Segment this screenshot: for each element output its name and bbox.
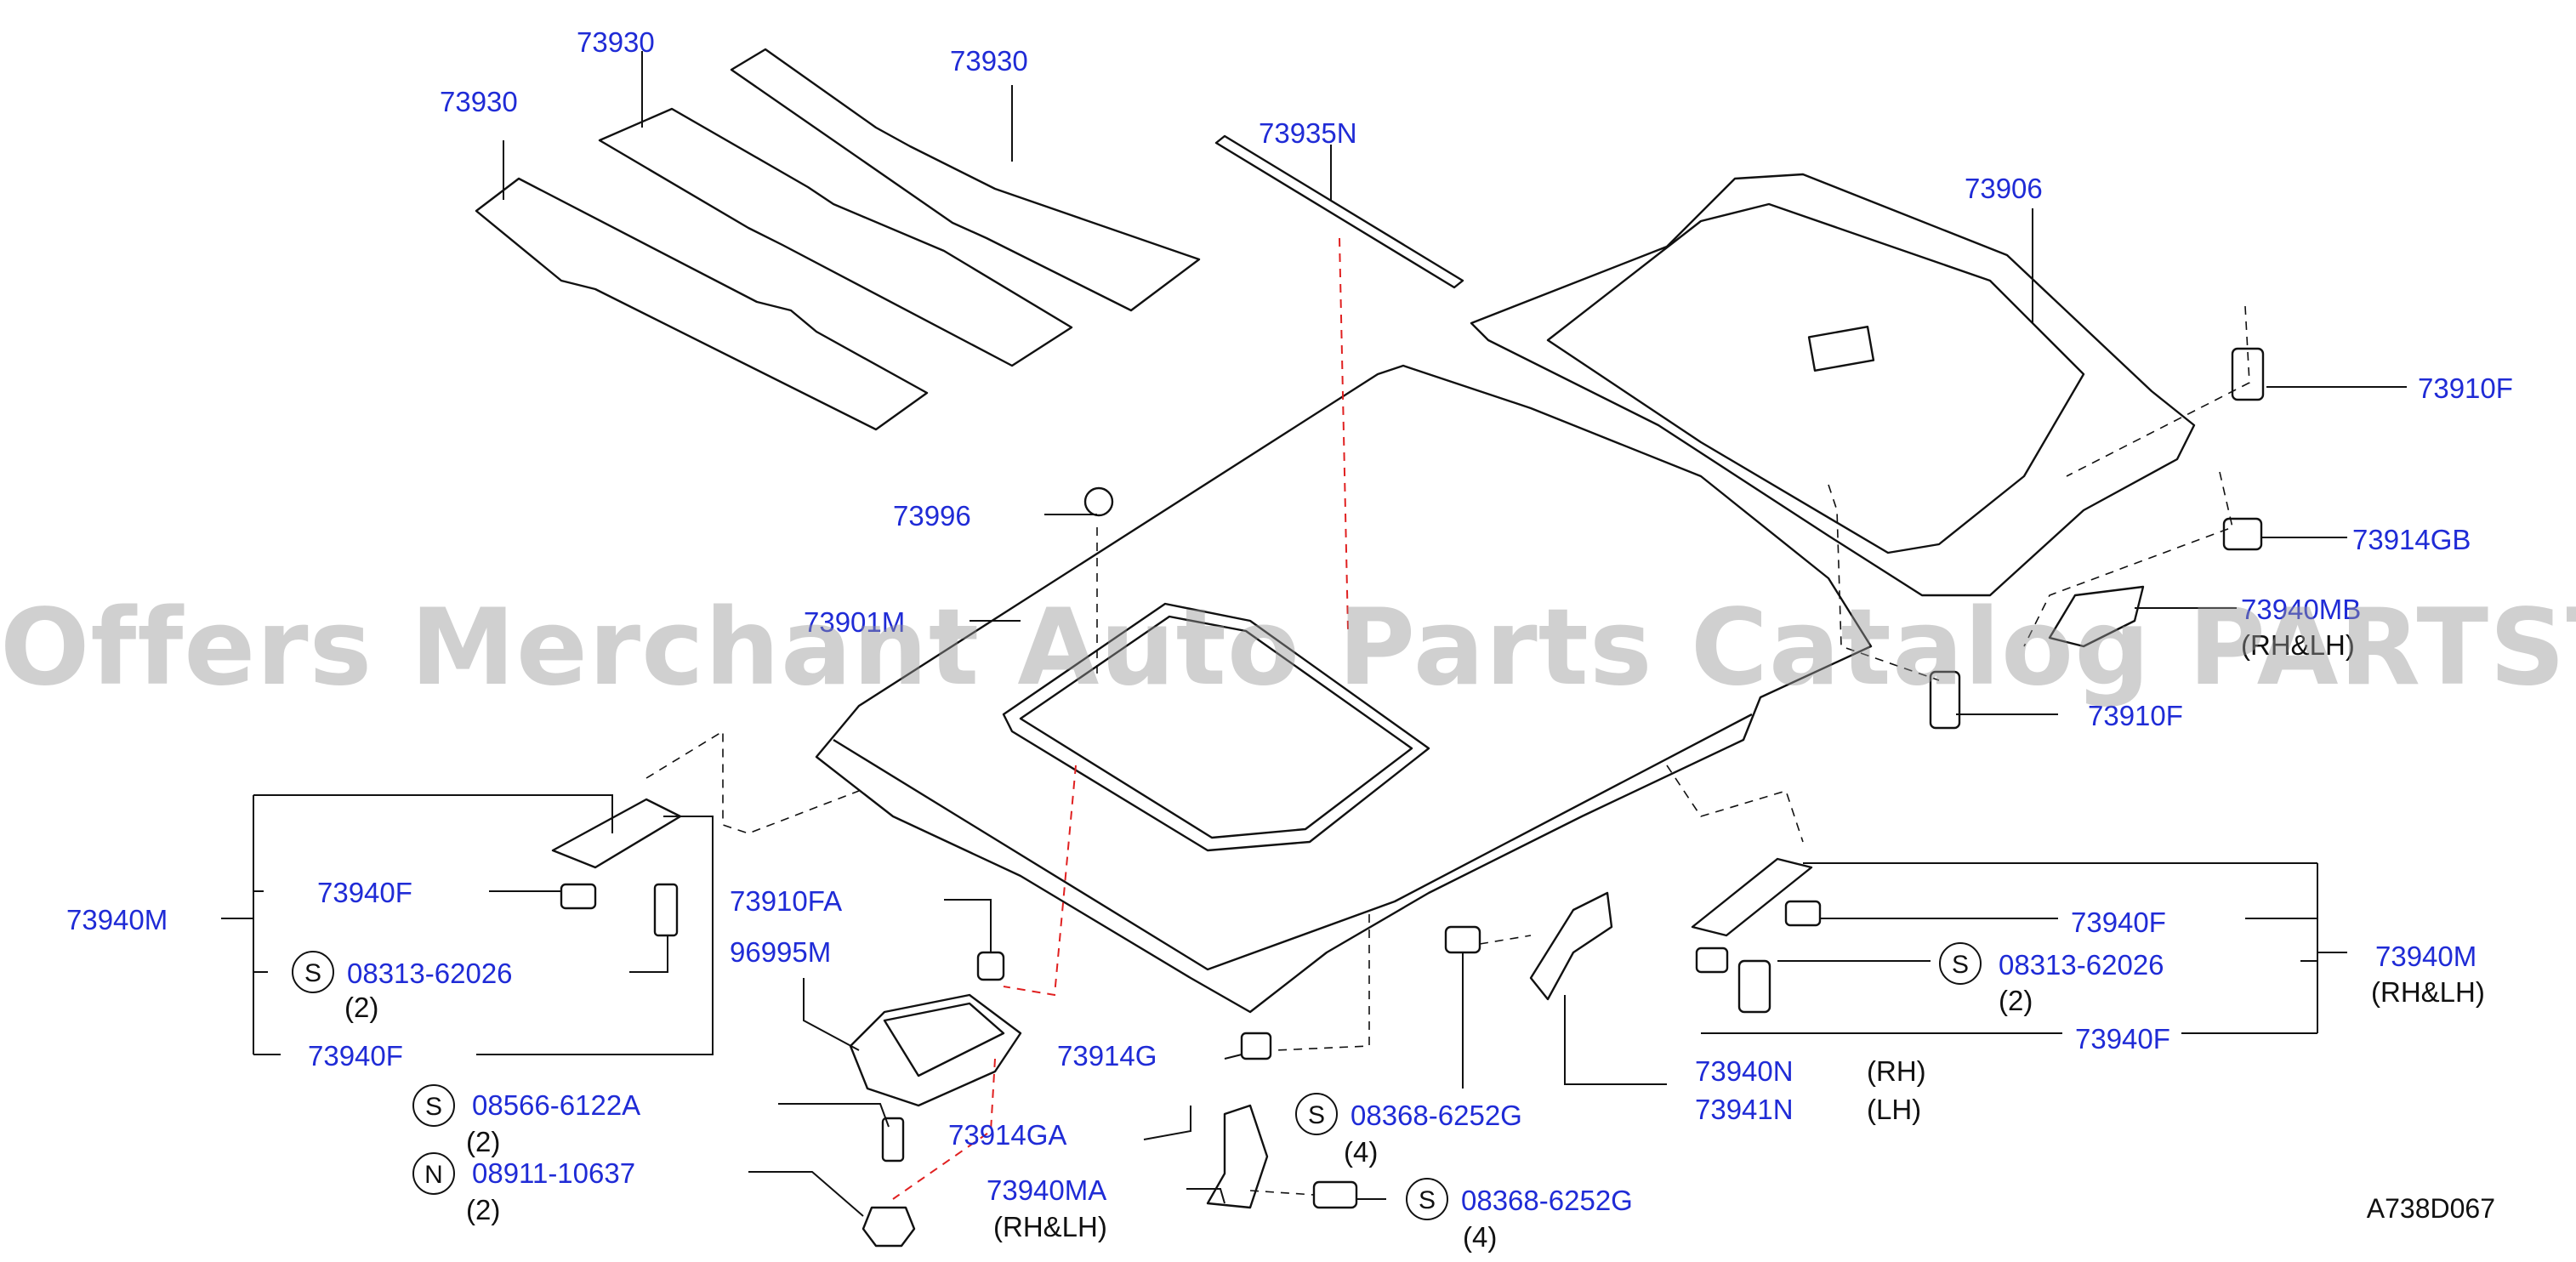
- bolt-08566: [881, 1117, 905, 1163]
- red-dash-73935N: [1339, 237, 1349, 630]
- qty-08368-a: (4): [1344, 1136, 1379, 1168]
- label-08368-b[interactable]: 08368-6252G: [1461, 1185, 1633, 1216]
- note-73941N: (LH): [1867, 1094, 1922, 1125]
- label-73941N[interactable]: 73941N: [1695, 1094, 1794, 1125]
- label-08313-right[interactable]: 08313-62026: [1999, 949, 2164, 981]
- label-08911[interactable]: 08911-10637: [472, 1157, 636, 1189]
- label-73940F-left-top[interactable]: 73940F: [317, 877, 412, 908]
- qty-08313-right: (2): [1999, 985, 2033, 1016]
- diagram-code: A738D067: [2366, 1193, 2495, 1224]
- label-73940F-right-bot[interactable]: 73940F: [2075, 1023, 2170, 1055]
- label-08566[interactable]: 08566-6122A: [472, 1089, 641, 1121]
- roof-panel-cutout: [1807, 326, 1875, 372]
- leader-73940MA: [1186, 1188, 1225, 1204]
- label-96995M[interactable]: 96995M: [730, 936, 832, 968]
- label-73914GB[interactable]: 73914GB: [2352, 524, 2471, 555]
- clip-73910F-top: [2231, 347, 2265, 401]
- pad-73930-left: [475, 177, 929, 431]
- roof-panel-73906: [1470, 173, 2196, 597]
- label-73940N[interactable]: 73940N: [1695, 1055, 1794, 1087]
- screw-symbol-s-right: S: [1939, 942, 1982, 985]
- leader-73940N: [1564, 995, 1667, 1085]
- bracket-73940MB: [2048, 585, 2145, 648]
- screw-symbol-s-08566: S: [412, 1084, 455, 1127]
- screw-08368-b: [1312, 1180, 1358, 1209]
- nut-symbol-n-08911: N: [412, 1152, 455, 1195]
- screw-08313-right: [1737, 959, 1771, 1014]
- label-73940MB[interactable]: 73940MB: [2241, 594, 2362, 625]
- qty-08566: (2): [466, 1126, 501, 1157]
- label-73930-middle[interactable]: 73930: [577, 26, 655, 58]
- leader-73910FA: [944, 899, 992, 952]
- clip-73940F-right-bot: [1695, 946, 1729, 974]
- clip-73940F-left: [560, 883, 597, 910]
- label-73930-right[interactable]: 73930: [950, 45, 1028, 77]
- label-73940M-right[interactable]: 73940M: [2375, 941, 2477, 972]
- label-73930-left[interactable]: 73930: [440, 86, 518, 117]
- clip-73914G: [1240, 1032, 1272, 1060]
- roof-panel-inner: [1546, 202, 2085, 554]
- leader-73914GA: [1143, 1106, 1191, 1140]
- label-73910FA[interactable]: 73910FA: [730, 885, 843, 917]
- label-73940M-left[interactable]: 73940M: [66, 904, 168, 935]
- bracket-96995M: [849, 993, 1022, 1107]
- clip-73910FA: [976, 951, 1005, 981]
- watermark-text: Offers Merchant Auto Parts Catalog PARTS…: [0, 587, 2576, 709]
- bracket-73940M-left: [551, 798, 682, 869]
- qty-08368-b: (4): [1463, 1221, 1498, 1253]
- screw-08313-left: [653, 883, 679, 937]
- label-73910F-top[interactable]: 73910F: [2418, 372, 2513, 404]
- label-73901M[interactable]: 73901M: [804, 606, 906, 638]
- clip-73940F-right: [1784, 900, 1822, 927]
- clip-73914GB: [2222, 517, 2263, 551]
- label-73935N[interactable]: 73935N: [1259, 117, 1357, 149]
- leader-08566: [778, 1103, 890, 1128]
- sunroof-inner: [1019, 615, 1413, 839]
- bracket-73940M-right: [1691, 857, 1813, 937]
- screw-symbol-s-08368-a: S: [1295, 1093, 1338, 1135]
- screw-symbol-s-left: S: [292, 951, 334, 993]
- label-73910F-mid[interactable]: 73910F: [2088, 700, 2183, 731]
- note-73940MA: (RH&LH): [993, 1211, 1107, 1242]
- leader-08911: [748, 1171, 864, 1217]
- label-73940MA[interactable]: 73940MA: [987, 1174, 1107, 1206]
- label-73906[interactable]: 73906: [1965, 173, 2043, 204]
- headlining-edge: [833, 713, 1753, 971]
- label-73940F-left-bot[interactable]: 73940F: [308, 1040, 403, 1072]
- pad-73930-middle: [598, 107, 1073, 367]
- sunroof-opening: [1002, 602, 1430, 852]
- label-08313-left[interactable]: 08313-62026: [347, 958, 513, 989]
- label-73996[interactable]: 73996: [893, 500, 971, 532]
- qty-08313-left: (2): [344, 992, 379, 1023]
- note-73940MB: (RH&LH): [2241, 629, 2355, 661]
- clip-73996: [1083, 486, 1114, 517]
- grip-73940MA: [1206, 1104, 1269, 1209]
- label-73914GA[interactable]: 73914GA: [948, 1119, 1067, 1151]
- clip-73910F-mid: [1929, 670, 1961, 730]
- qty-08911: (2): [466, 1194, 501, 1225]
- red-dash-96995M: [1003, 765, 1077, 997]
- pad-73930-right: [730, 48, 1201, 312]
- leader-96995M: [803, 978, 860, 1051]
- label-73940F-right-top[interactable]: 73940F: [2071, 907, 2166, 938]
- note-73940M-right: (RH&LH): [2371, 976, 2485, 1008]
- grip-73940N: [1529, 891, 1613, 1001]
- leader-73914G: [1224, 1054, 1243, 1060]
- screw-symbol-s-08368-b: S: [1406, 1178, 1448, 1220]
- label-73914G[interactable]: 73914G: [1057, 1040, 1157, 1072]
- headlining-73901M: [815, 364, 1873, 1014]
- screw-08368-a: [1444, 925, 1481, 954]
- note-73940N: (RH): [1867, 1055, 1926, 1087]
- label-08368-a[interactable]: 08368-6252G: [1351, 1100, 1522, 1131]
- strip-73935N: [1214, 134, 1464, 289]
- nut-08911: [862, 1206, 916, 1248]
